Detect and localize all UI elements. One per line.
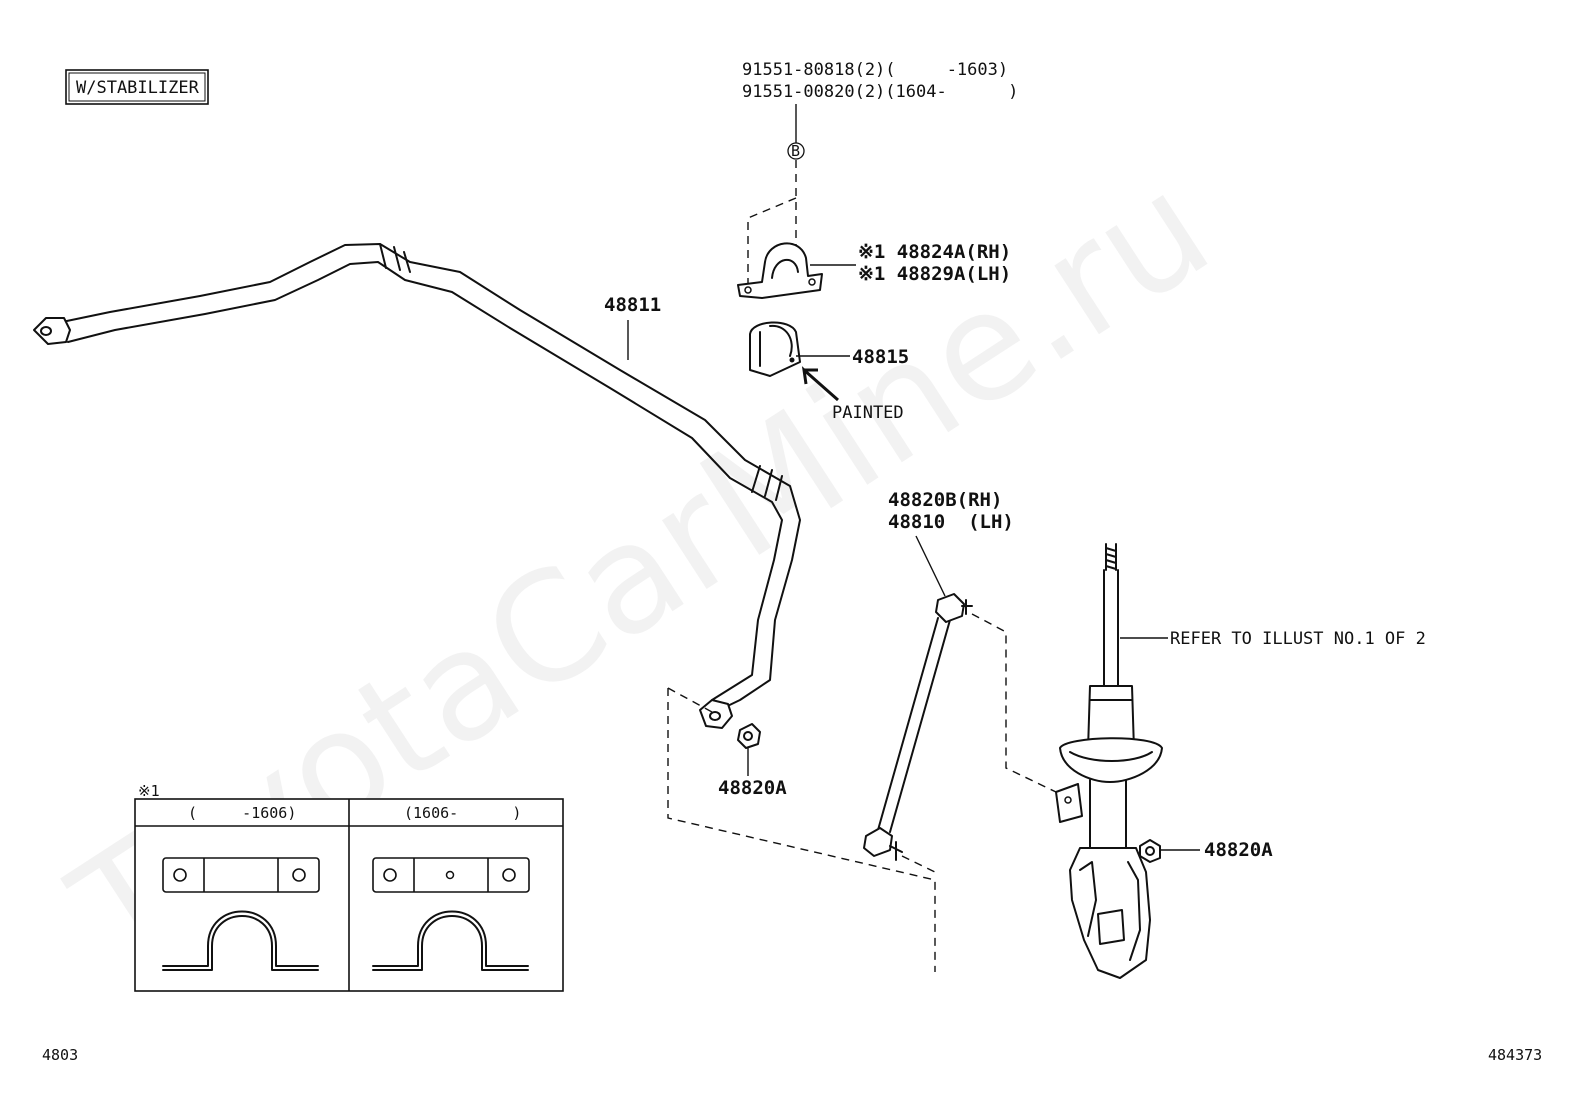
link-dash-line <box>971 613 1057 793</box>
painted-note: PAINTED <box>832 403 904 423</box>
nut-right-part-number[interactable]: 48820A <box>1204 839 1273 861</box>
nut-dash-line <box>667 687 936 972</box>
inset-left-bracket <box>162 857 320 971</box>
inset-mark: ※1 <box>138 782 160 800</box>
bolt-part-number-2[interactable]: 91551-00820(2)(1604- ) <box>742 82 1018 102</box>
nut-left-part-number[interactable]: 48820A <box>718 777 787 799</box>
variant-tag-label: W/STABILIZER <box>76 78 200 98</box>
link-part-number-rh[interactable]: 48820B(RH) <box>888 489 1002 511</box>
strut-note: REFER TO ILLUST NO.1 OF 2 <box>1170 629 1426 649</box>
painted-arrow-icon <box>801 366 839 402</box>
bolt-part-number-1[interactable]: 91551-80818(2)( -1603) <box>742 60 1008 80</box>
link-leader <box>915 535 946 597</box>
stabilizer-bracket[interactable] <box>737 242 823 299</box>
stabilizer-bushing[interactable] <box>749 321 801 377</box>
strut-assembly[interactable] <box>1055 543 1163 979</box>
inset-left-header: ( -1606) <box>188 804 296 822</box>
inset-panel: ※1 ( -1606) (1606- ) <box>134 782 564 992</box>
link-dash-line-2 <box>901 855 936 873</box>
stabilizer-bar[interactable] <box>33 243 801 729</box>
inset-right-header: (1606- ) <box>404 804 521 822</box>
footer-right-code: 484373 <box>1488 1046 1542 1064</box>
inset-right-bracket <box>372 857 530 971</box>
nut-left[interactable] <box>737 723 761 749</box>
footer-left-code: 4803 <box>42 1046 78 1064</box>
variant-tag: W/STABILIZER <box>65 69 209 105</box>
nut-right[interactable] <box>1139 839 1161 863</box>
bar-part-number[interactable]: 48811 <box>604 294 661 316</box>
link-part-number-lh[interactable]: 48810 (LH) <box>888 511 1014 533</box>
bracket-part-number-lh[interactable]: ※1 48829A(LH) <box>858 263 1011 285</box>
bolt-dash-line-2 <box>747 197 797 285</box>
bushing-part-number[interactable]: 48815 <box>852 346 909 368</box>
stabilizer-link[interactable] <box>863 593 973 861</box>
bolt-marker-circle <box>787 142 805 160</box>
bracket-part-number-rh[interactable]: ※1 48824A(RH) <box>858 241 1011 263</box>
bolt-marker: B <box>791 142 800 160</box>
